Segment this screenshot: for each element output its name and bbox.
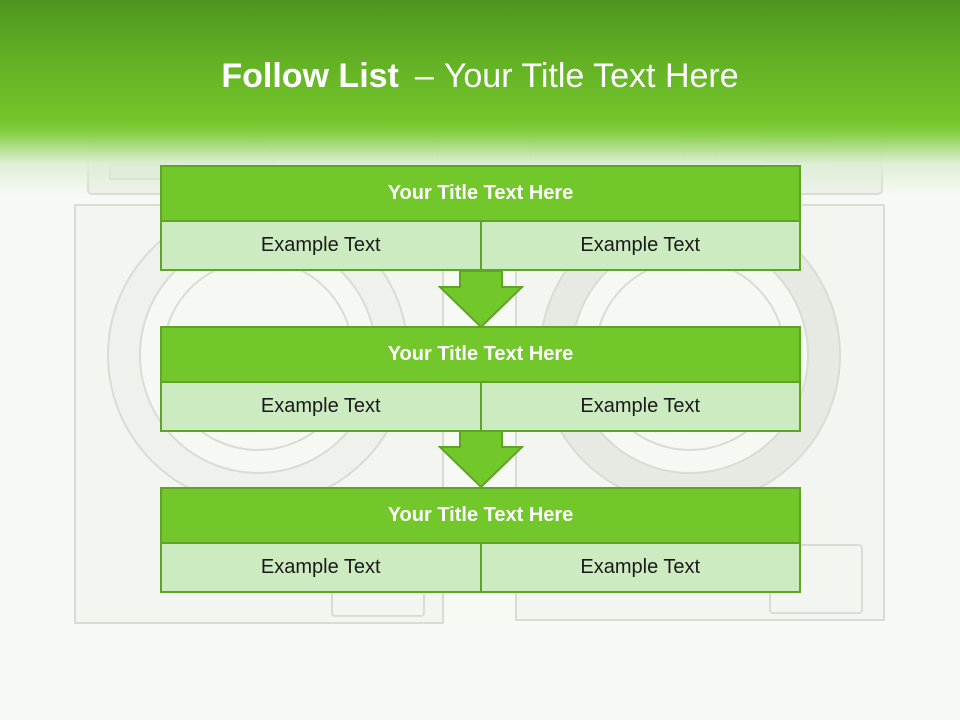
block-row: Example Text Example Text — [160, 383, 801, 432]
block-title: Your Title Text Here — [160, 326, 801, 383]
block-cell-left: Example Text — [160, 383, 482, 432]
block-title: Your Title Text Here — [160, 487, 801, 544]
block-row: Example Text Example Text — [160, 544, 801, 593]
block-cell-right: Example Text — [481, 383, 801, 432]
page-title: Follow List–Your Title Text Here — [0, 54, 960, 98]
down-arrow-icon — [438, 271, 524, 329]
block-title: Your Title Text Here — [160, 165, 801, 222]
list-block-1: Your Title Text Here Example Text Exampl… — [160, 165, 801, 271]
title-separator: – — [414, 57, 434, 95]
list-block-3: Your Title Text Here Example Text Exampl… — [160, 487, 801, 593]
down-arrow-icon — [438, 431, 524, 489]
block-row: Example Text Example Text — [160, 222, 801, 271]
title-rest: Your Title Text Here — [443, 57, 739, 95]
header-band — [0, 0, 960, 195]
block-cell-left: Example Text — [160, 544, 482, 593]
block-cell-right: Example Text — [481, 222, 801, 271]
block-cell-right: Example Text — [481, 544, 801, 593]
list-block-2: Your Title Text Here Example Text Exampl… — [160, 326, 801, 432]
title-strong: Follow List — [221, 57, 399, 95]
block-cell-left: Example Text — [160, 222, 482, 271]
